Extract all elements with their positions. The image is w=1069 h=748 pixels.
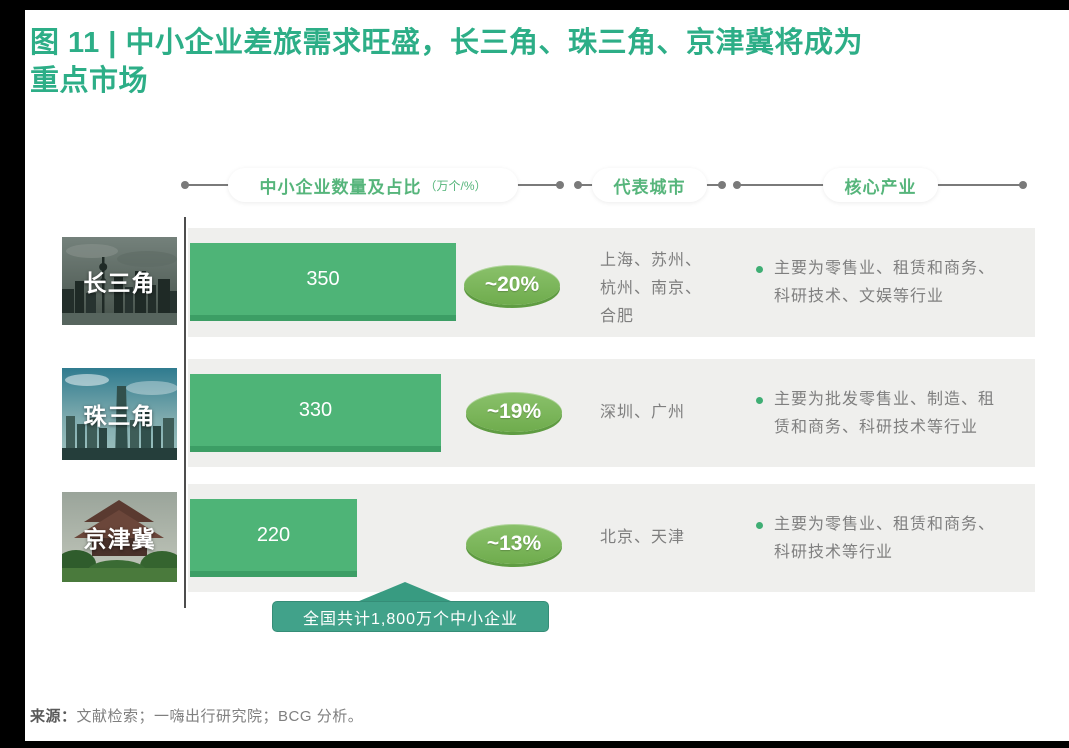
connector-dot-icon [718,181,726,189]
bar-value-label: 330 [298,398,333,421]
bar-smb-count: 220 [190,499,357,577]
column-header-industries: 核心产业 [823,168,938,202]
cities-text: 深圳、广州 [600,404,686,421]
share-label: ~20% [484,273,540,296]
connector-dot-icon [1019,181,1027,189]
left-edge-bar [0,0,25,741]
column-header-unit: （万个/%） [424,178,487,193]
column-header-label: 代表城市 [613,177,686,197]
total-callout: 全国共计1,800万个中小企业 [272,601,549,632]
bar-value-label: 350 [306,267,340,290]
cities-text: 北京、天津 [600,529,686,546]
shanghai-skyline-graphic [62,237,177,325]
beijing-temple-graphic [62,492,177,582]
share-badge: ~13% [466,524,562,564]
source-text: 文献检索；一嗨出行研究院；BCG 分析。 [76,708,364,725]
bullet-icon [756,522,763,529]
bullet-icon [756,266,763,273]
column-header-label: 中小企业数量及占比 [259,177,422,197]
region-photo-shenzhen: 珠三角 [62,368,177,460]
bullet-icon [756,397,763,404]
connector-dot-icon [181,181,189,189]
chart-axis-line [184,217,186,608]
bar-smb-count: 330 [190,374,441,452]
region-label: 京津冀 [83,526,156,552]
industries-text: 主要为零售业、租赁和商务、 科研技术、文娱等行业 [774,260,996,305]
connector-dot-icon [574,181,582,189]
share-badge: ~19% [466,392,562,432]
bar-smb-count: 350 [190,243,456,321]
region-photo-beijing: 京津冀 [62,492,177,582]
column-header-label: 核心产业 [844,177,917,197]
callout-arrow-icon [352,582,458,604]
source-label: 来源： [30,708,77,725]
share-label: ~13% [486,532,542,555]
industries-text: 主要为零售业、租赁和商务、 科研技术等行业 [774,516,996,561]
total-callout-text: 全国共计1,800万个中小企业 [302,610,519,628]
cities-text: 上海、苏州、 杭州、南京、 合肥 [600,252,703,325]
top-edge-bar [0,0,1069,10]
connector-dot-icon [556,181,564,189]
region-label: 长三角 [83,270,156,296]
column-header-cities: 代表城市 [592,168,707,202]
bar-value-label: 220 [256,523,291,546]
connector-dot-icon [733,181,741,189]
region-label: 珠三角 [83,403,156,429]
figure-title: 图 11 | 中小企业差旅需求旺盛，长三角、珠三角、京津冀将成为 重点市场 [30,27,863,97]
column-header-smb-count: 中小企业数量及占比 （万个/%） [228,168,518,202]
shenzhen-skyline-graphic [62,368,177,460]
source-line: 来源：文献检索；一嗨出行研究院；BCG 分析。 [30,705,363,726]
region-photo-shanghai: 长三角 [62,237,177,325]
share-label: ~19% [486,400,542,423]
industries-text: 主要为批发零售业、制造、租 赁和商务、科研技术等行业 [774,391,996,436]
bottom-edge-bar [0,741,1069,748]
share-badge: ~20% [464,265,560,305]
